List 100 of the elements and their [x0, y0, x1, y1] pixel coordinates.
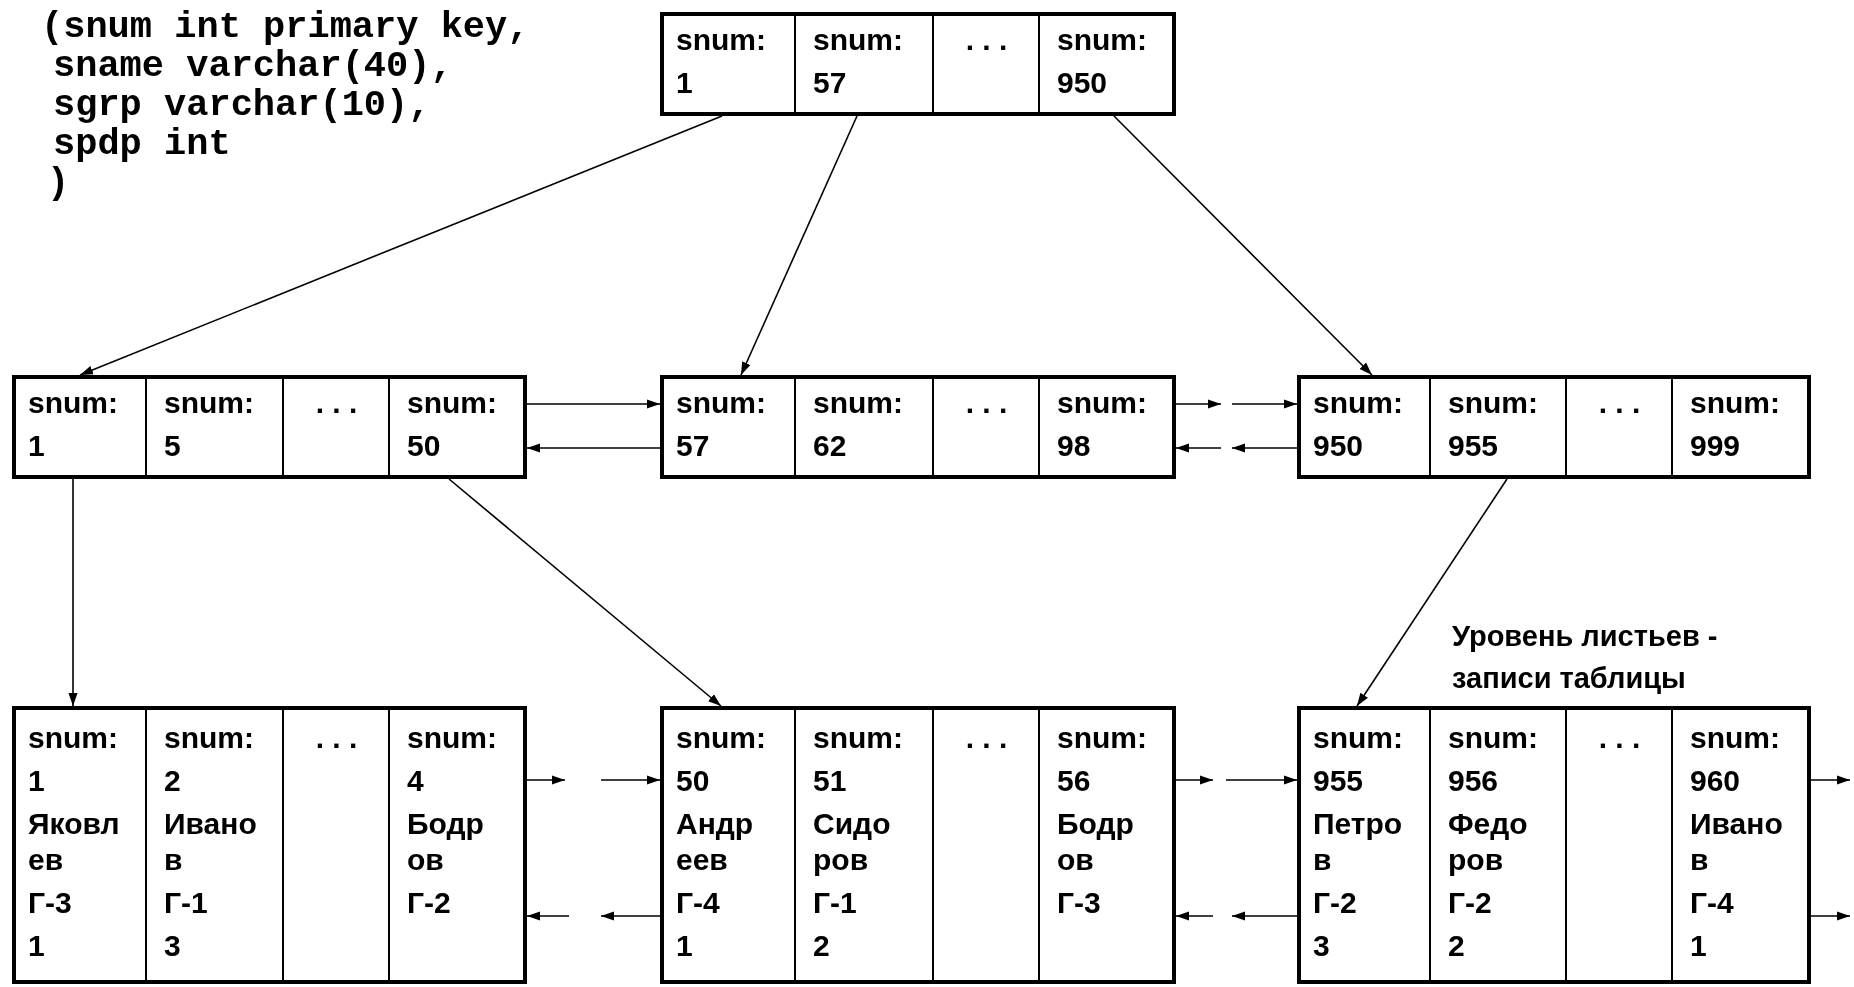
index-page: [660, 12, 1176, 116]
field-value: 4: [407, 763, 425, 799]
field-value: snum:: [1448, 720, 1539, 756]
field-value: Петров: [1313, 806, 1404, 878]
field-value: snum:: [1057, 720, 1148, 756]
field-value: Г-3: [28, 885, 73, 921]
arrow: [526, 911, 570, 921]
field-value: snum:: [407, 385, 498, 421]
arrow: [1231, 443, 1298, 453]
record-page: [660, 706, 1176, 984]
code-line: sgrp varchar(10),: [53, 86, 431, 125]
ellipsis: . . .: [314, 720, 359, 756]
arrow: [1175, 399, 1222, 409]
arrow: [1356, 478, 1508, 707]
field-value: snum:: [676, 385, 767, 421]
ellipsis: . . .: [314, 385, 359, 421]
field-value: 57: [813, 65, 848, 101]
field-value: Г-2: [1448, 885, 1493, 921]
field-value: 950: [1057, 65, 1109, 101]
field-value: snum:: [676, 22, 767, 58]
ellipsis: . . .: [964, 720, 1009, 756]
index-page: [12, 375, 527, 479]
field-value: Г-1: [813, 885, 858, 921]
arrow: [526, 775, 566, 785]
field-value: snum:: [1057, 22, 1148, 58]
field-value: Г-4: [676, 885, 721, 921]
index-page: [660, 375, 1176, 479]
field-value: 2: [164, 763, 182, 799]
arrow: [600, 911, 661, 921]
arrow: [1113, 115, 1373, 376]
field-value: 2: [813, 928, 831, 964]
field-value: snum:: [1057, 385, 1148, 421]
field-value: 57: [676, 428, 711, 464]
level-caption: Уровень листьев - записи таблицы: [1452, 619, 1719, 696]
code-line: (snum int primary key,: [41, 8, 530, 47]
field-value: snum:: [28, 720, 119, 756]
arrow: [1225, 775, 1298, 785]
arrow: [1231, 911, 1298, 921]
field-value: 1: [28, 928, 46, 964]
field-value: snum:: [1313, 385, 1404, 421]
field-value: 2: [1448, 928, 1466, 964]
field-value: 956: [1448, 763, 1500, 799]
field-value: Иванов: [1690, 806, 1783, 878]
field-value: snum:: [1448, 385, 1539, 421]
field-value: snum:: [676, 720, 767, 756]
field-value: 3: [164, 928, 182, 964]
field-value: 1: [676, 928, 694, 964]
field-value: snum:: [813, 22, 904, 58]
field-value: Г-2: [407, 885, 452, 921]
arrow: [1175, 443, 1222, 453]
arrow: [600, 775, 661, 785]
ellipsis: . . .: [964, 22, 1009, 58]
index-page: [1297, 375, 1811, 479]
field-value: Иванов: [164, 806, 257, 878]
field-value: 50: [407, 428, 442, 464]
arrow: [1231, 399, 1298, 409]
field-value: 960: [1690, 763, 1742, 799]
field-value: 50: [676, 763, 711, 799]
ellipsis: . . .: [1597, 385, 1642, 421]
arrow: [526, 443, 661, 453]
arrow: [1810, 775, 1851, 785]
record-page: [12, 706, 527, 984]
field-value: snum:: [1690, 720, 1781, 756]
field-value: Сидоров: [813, 806, 892, 878]
field-value: snum:: [1313, 720, 1404, 756]
arrow: [1175, 775, 1214, 785]
field-value: Яковлев: [28, 806, 121, 878]
field-value: Бодров: [1057, 806, 1135, 878]
field-value: snum:: [28, 385, 119, 421]
field-value: snum:: [164, 720, 255, 756]
field-value: 3: [1313, 928, 1331, 964]
arrow: [79, 115, 723, 376]
field-value: 1: [28, 763, 46, 799]
field-value: 955: [1448, 428, 1500, 464]
field-value: Г-3: [1057, 885, 1102, 921]
field-value: Андреев: [676, 806, 755, 878]
code-line: sname varchar(40),: [53, 47, 453, 86]
ellipsis: . . .: [1597, 720, 1642, 756]
arrow: [740, 115, 858, 376]
field-value: Г-2: [1313, 885, 1358, 921]
field-value: 950: [1313, 428, 1365, 464]
field-value: snum:: [407, 720, 498, 756]
field-value: snum:: [813, 385, 904, 421]
arrow: [526, 399, 661, 409]
field-value: Бодров: [407, 806, 485, 878]
field-value: Г-4: [1690, 885, 1735, 921]
field-value: 999: [1690, 428, 1742, 464]
code-line: spdp int: [53, 125, 231, 164]
field-value: 98: [1057, 428, 1092, 464]
field-value: snum:: [813, 720, 904, 756]
field-value: Г-1: [164, 885, 209, 921]
field-value: 1: [676, 65, 694, 101]
arrow: [448, 478, 722, 707]
ellipsis: . . .: [964, 385, 1009, 421]
arrow: [68, 478, 78, 707]
record-page: [1297, 706, 1811, 984]
arrow: [1175, 911, 1214, 921]
field-value: 1: [28, 428, 46, 464]
field-value: Федоров: [1448, 806, 1529, 878]
field-value: 955: [1313, 763, 1365, 799]
